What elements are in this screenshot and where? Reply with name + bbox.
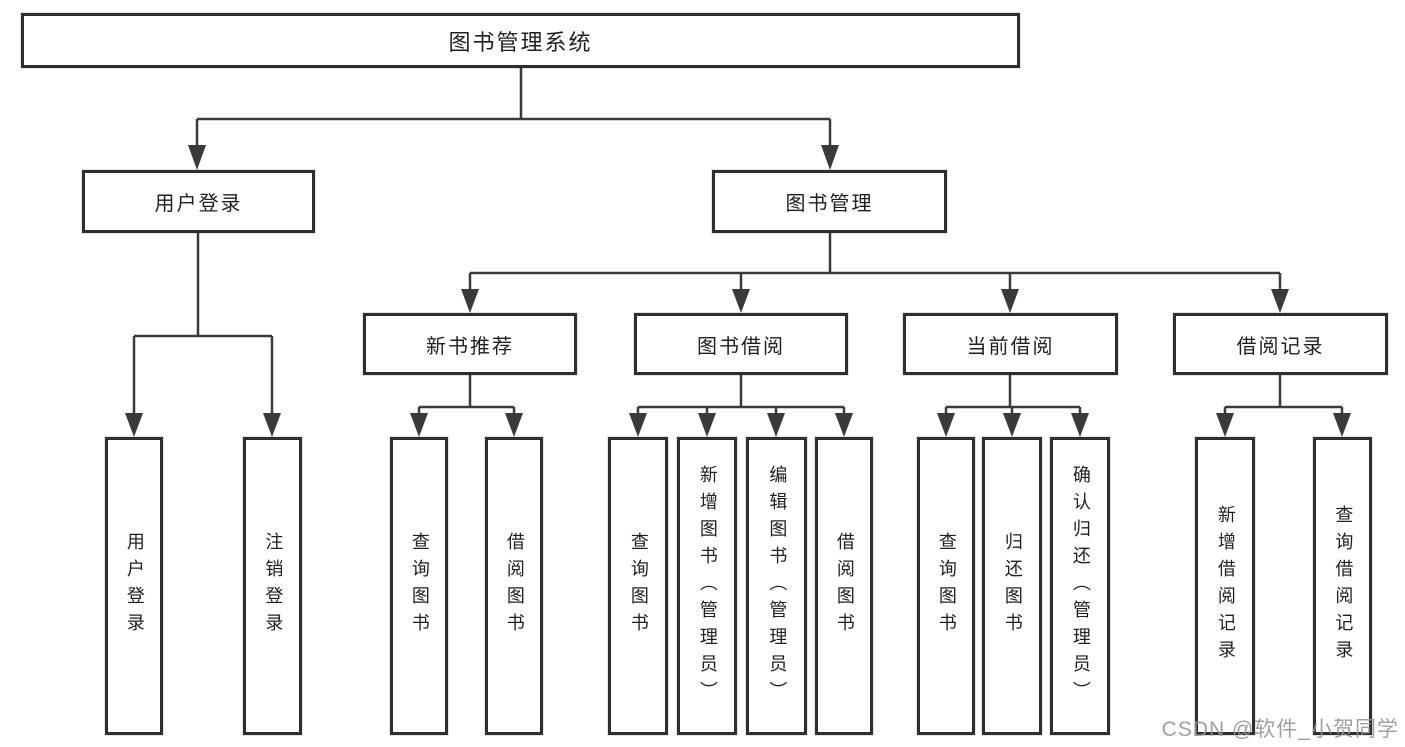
node-book-borrow: 图书借阅 <box>634 313 848 375</box>
node-label: 查询图书 <box>628 532 649 640</box>
leaf-edit-book-admin: 编辑图书（管理员） <box>746 437 807 735</box>
node-label: 查询图书 <box>936 532 957 640</box>
node-new-book-recommend: 新书推荐 <box>363 313 577 375</box>
node-label: 用户登录 <box>154 193 243 215</box>
connector-book-borrow-children <box>636 375 846 415</box>
leaf-user-login: 用户登录 <box>105 437 163 735</box>
node-label: 注销登录 <box>263 532 284 640</box>
node-label: 借阅图书 <box>504 532 525 640</box>
connector-user-login-children <box>132 233 274 415</box>
node-label: 新增借阅记录 <box>1215 505 1236 667</box>
leaf-query-books-recommend: 查询图书 <box>390 437 448 735</box>
leaf-add-book-admin: 新增图书（管理员） <box>677 437 737 735</box>
leaf-query-books-borrow: 查询图书 <box>608 437 668 735</box>
csdn-watermark: CSDN @软件_小贺同学 <box>1161 718 1399 741</box>
node-label: 确认归还（管理员） <box>1070 464 1091 708</box>
node-label: 图书管理 <box>785 193 874 215</box>
node-label: 新增图书（管理员） <box>697 464 718 708</box>
node-book-management: 图书管理 <box>712 170 947 233</box>
arrow-heads <box>125 145 1351 437</box>
connector-current-borrow-children <box>944 375 1082 415</box>
leaf-borrow-books-borrow: 借阅图书 <box>815 437 873 735</box>
leaf-query-borrow-record: 查询借阅记录 <box>1313 437 1372 735</box>
connector-root-to-level2 <box>195 68 832 146</box>
node-label: 用户登录 <box>124 532 145 640</box>
node-label: 新书推荐 <box>426 335 514 358</box>
connector-book-management-children <box>468 233 1282 290</box>
connector-new-book-recommend-children <box>417 375 516 415</box>
node-label: 借阅图书 <box>834 532 855 640</box>
node-label: 图书借阅 <box>697 335 785 358</box>
leaf-add-borrow-record: 新增借阅记录 <box>1195 437 1255 735</box>
node-label: 查询借阅记录 <box>1333 505 1354 667</box>
connector-borrow-records-children <box>1223 375 1344 415</box>
leaf-logout: 注销登录 <box>243 437 302 735</box>
leaf-confirm-return-admin: 确认归还（管理员） <box>1050 437 1110 735</box>
node-current-borrow: 当前借阅 <box>903 313 1118 375</box>
node-label: 当前借阅 <box>966 335 1055 358</box>
leaf-return-books: 归还图书 <box>982 437 1042 735</box>
node-root: 图书管理系统 <box>21 13 1020 68</box>
node-label: 查询图书 <box>409 532 430 640</box>
node-label: 借阅记录 <box>1236 335 1325 358</box>
node-label: 图书管理系统 <box>448 29 593 55</box>
leaf-borrow-books-recommend: 借阅图书 <box>485 437 543 735</box>
node-borrow-records: 借阅记录 <box>1173 313 1388 375</box>
node-user-login: 用户登录 <box>82 170 315 233</box>
leaf-query-books-current: 查询图书 <box>917 437 975 735</box>
node-label: 编辑图书（管理员） <box>767 464 788 708</box>
node-label: 归还图书 <box>1002 532 1023 640</box>
